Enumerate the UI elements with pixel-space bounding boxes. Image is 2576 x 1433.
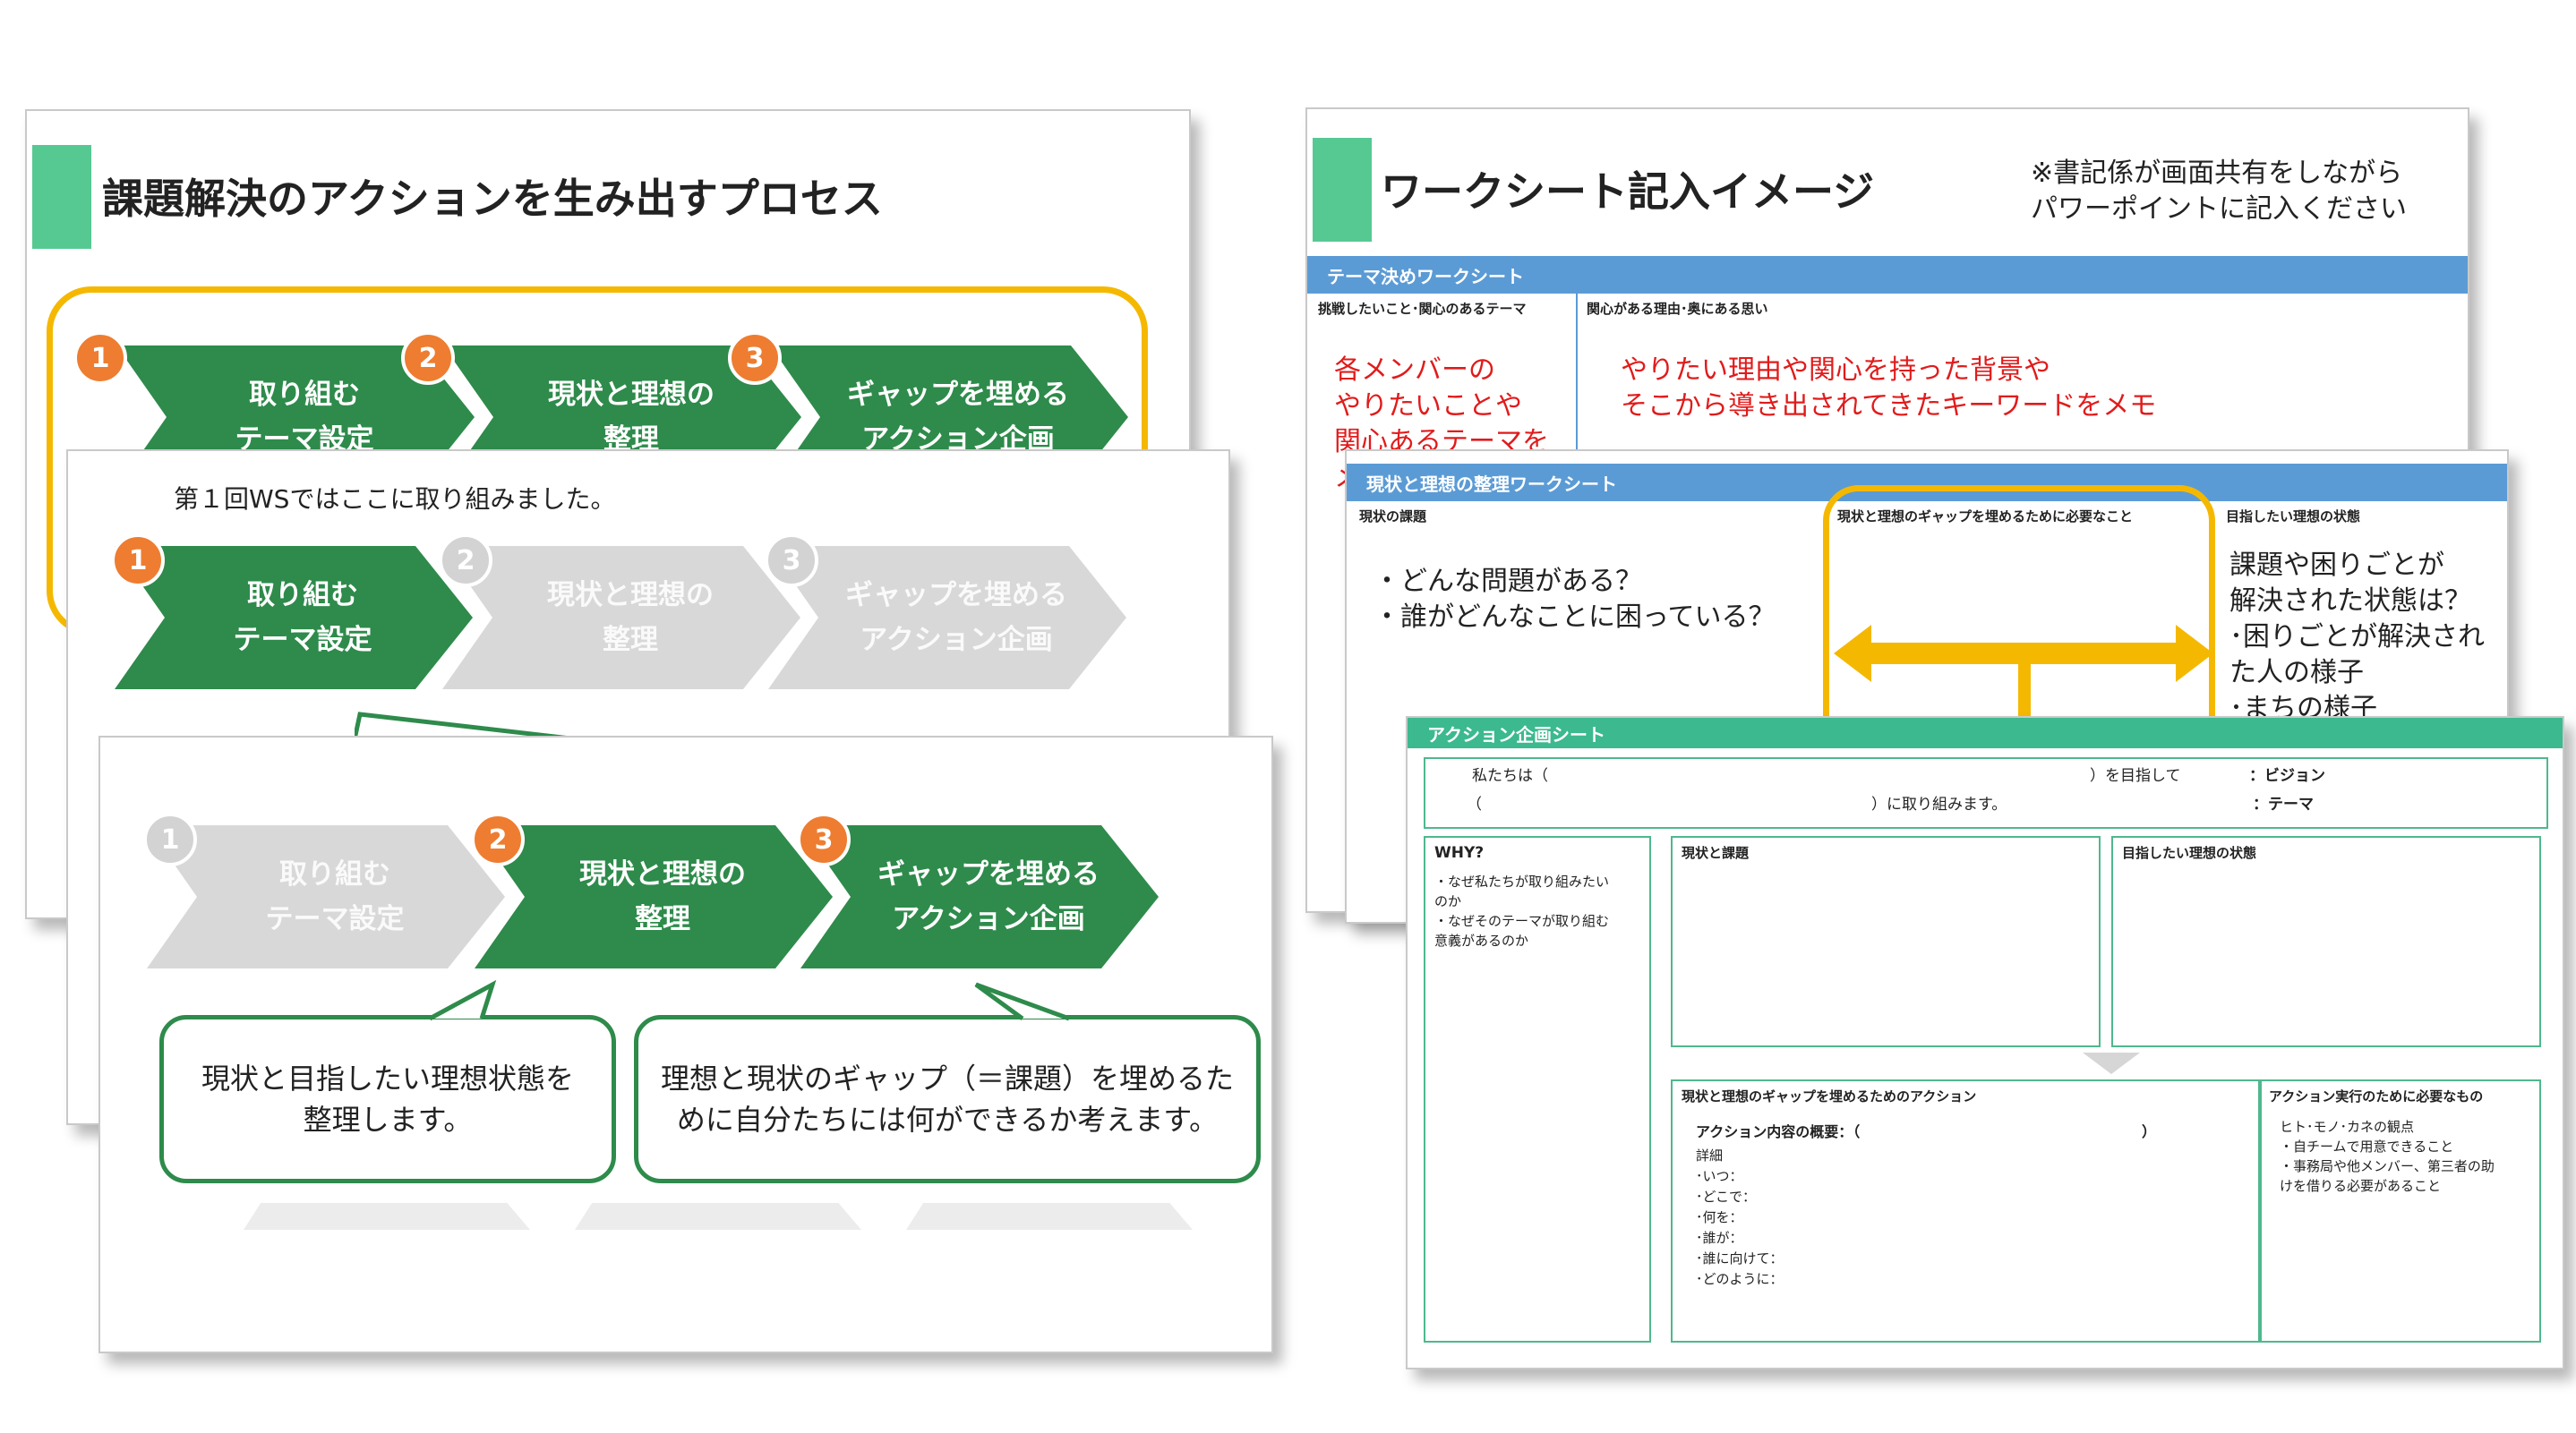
why-box (1424, 836, 1651, 1343)
step-1-number: 1 (73, 331, 127, 385)
gap-worksheet-header: 現状と理想の整理ワークシート (1347, 464, 2507, 501)
step-2-number: 2 (471, 813, 525, 866)
action-plan-sheet-slide: アクション企画シート 私たちは（ ）を目指して ：ビジョン （ ）に取り組みます… (1406, 716, 2564, 1369)
callout-pointer-right (974, 982, 1070, 1021)
shadow-shape (575, 1203, 861, 1230)
vision-line-start: 私たちは（ (1472, 767, 1548, 785)
needs-guidance: ヒト･モノ･カネの観点 ・自チームで用意できること ・事務局や他メンバー、第三者… (2280, 1119, 2495, 1194)
title-accent-bar (32, 145, 91, 249)
page-title: 課題解決のアクションを生み出すプロセス (102, 175, 883, 223)
gap-action-box (1671, 1079, 2260, 1343)
vision-line-end: ）を目指して (2090, 767, 2181, 785)
needs-label: アクション実行のために必要なもの (2269, 1088, 2484, 1105)
divider (1576, 294, 1578, 562)
reason-label: 関心がある理由･奥にある思い (1587, 301, 1768, 317)
step-1-chevron: 取り組む テーマ設定 (147, 825, 505, 968)
action-summary-start: アクション内容の概要：（ (1696, 1123, 1861, 1140)
step-2-chevron: 現状と理想の 整理 (475, 825, 833, 968)
vision-theme-box (1424, 757, 2548, 829)
step-3-chevron: ギャップを埋める アクション企画 (768, 546, 1126, 689)
title-accent-bar (1313, 138, 1372, 242)
vision-label: ：ビジョン (2249, 767, 2325, 785)
shadow-shape (244, 1203, 530, 1230)
slide-note: 第１回WSではここに取り組みました。 (174, 484, 616, 514)
ideal-state-box (2111, 836, 2541, 1047)
callout-action: 理想と現状のギャップ（＝課題）を埋めるた めに自分たちには何ができるか考えます。 (634, 1015, 1261, 1183)
reason-example: やりたい理由や関心を持った背景や そこから導き出されてきたキーワードをメモ (1621, 354, 2157, 422)
current-issues-label: 現状と課題 (1682, 845, 1750, 861)
step-1-chevron: 取り組む テーマ設定 (115, 546, 473, 689)
gap-action-label: 現状と理想のギャップを埋めるためのアクション (1682, 1088, 1977, 1105)
ideal-state-label: 目指したい理想の状態 (2226, 508, 2361, 525)
step-3-number: 3 (797, 813, 851, 866)
current-issues-example: ・どんな問題がある？ ・誰がどんなことに困っている？ (1374, 566, 1776, 633)
step-1-number: 1 (111, 533, 165, 587)
step-3-number: 3 (728, 331, 782, 385)
gap-highlight-frame (1823, 485, 2215, 922)
step-2-number: 2 (439, 533, 492, 587)
needs-box (2260, 1079, 2541, 1343)
step-2-chevron: 現状と理想の 整理 (442, 546, 800, 689)
action-plan-sheet-header: アクション企画シート (1408, 718, 2563, 748)
current-issues-label: 現状の課題 (1359, 508, 1427, 525)
why-guidance: ・なぜ私たちが取り組みたい のか ・なぜそのテーマが取り組む 意義があるのか (1434, 874, 1610, 949)
worksheet-title: ワークシート記入イメージ (1381, 167, 1875, 216)
callout-organize: 現状と目指したい理想状態を 整理します。 (159, 1015, 616, 1183)
down-triangle-icon (2083, 1053, 2140, 1074)
callout-pointer-left (430, 979, 497, 1021)
speech-pointer (355, 712, 579, 742)
theme-label: ：テーマ (2253, 796, 2314, 814)
steps-detail-slide: 取り組む テーマ設定 現状と理想の 整理 ギャップを埋める アクション企画 1 … (98, 736, 1273, 1353)
theme-line-end: ）に取り組みます。 (1871, 796, 2007, 814)
theme-worksheet-header: テーマ決めワークシート (1307, 256, 2468, 294)
current-issues-box (1671, 836, 2101, 1047)
theme-line-start: （ (1467, 796, 1482, 814)
ideal-state-example: 課題や困りごとが 解決された状態は？ ･困りごとが解決され た人の様子 ･まちの… (2229, 550, 2485, 724)
action-summary-end: ） (2142, 1123, 2157, 1140)
instruction-note: ※書記係が画面共有をしながら パワーポイントに記入ください (2031, 158, 2407, 225)
step-2-number: 2 (401, 331, 455, 385)
gap-needs-label: 現状と理想のギャップを埋めるために必要なこと (1837, 508, 2134, 525)
step-3-chevron: ギャップを埋める アクション企画 (800, 825, 1159, 968)
interest-theme-label: 挑戦したいこと･関心のあるテーマ (1318, 301, 1527, 317)
ideal-state-label: 目指したい理想の状態 (2122, 845, 2257, 861)
bidirectional-arrow-icon (1834, 625, 2213, 732)
shadow-shape (906, 1203, 1193, 1230)
action-details: 詳細 ･いつ： ･どこで： ･何を： ･誰が： ･誰に向けて： ･どのように： (1696, 1147, 1784, 1287)
step-3-number: 3 (765, 533, 818, 587)
why-label: WHY? (1434, 844, 1485, 862)
step-1-number: 1 (143, 813, 197, 866)
